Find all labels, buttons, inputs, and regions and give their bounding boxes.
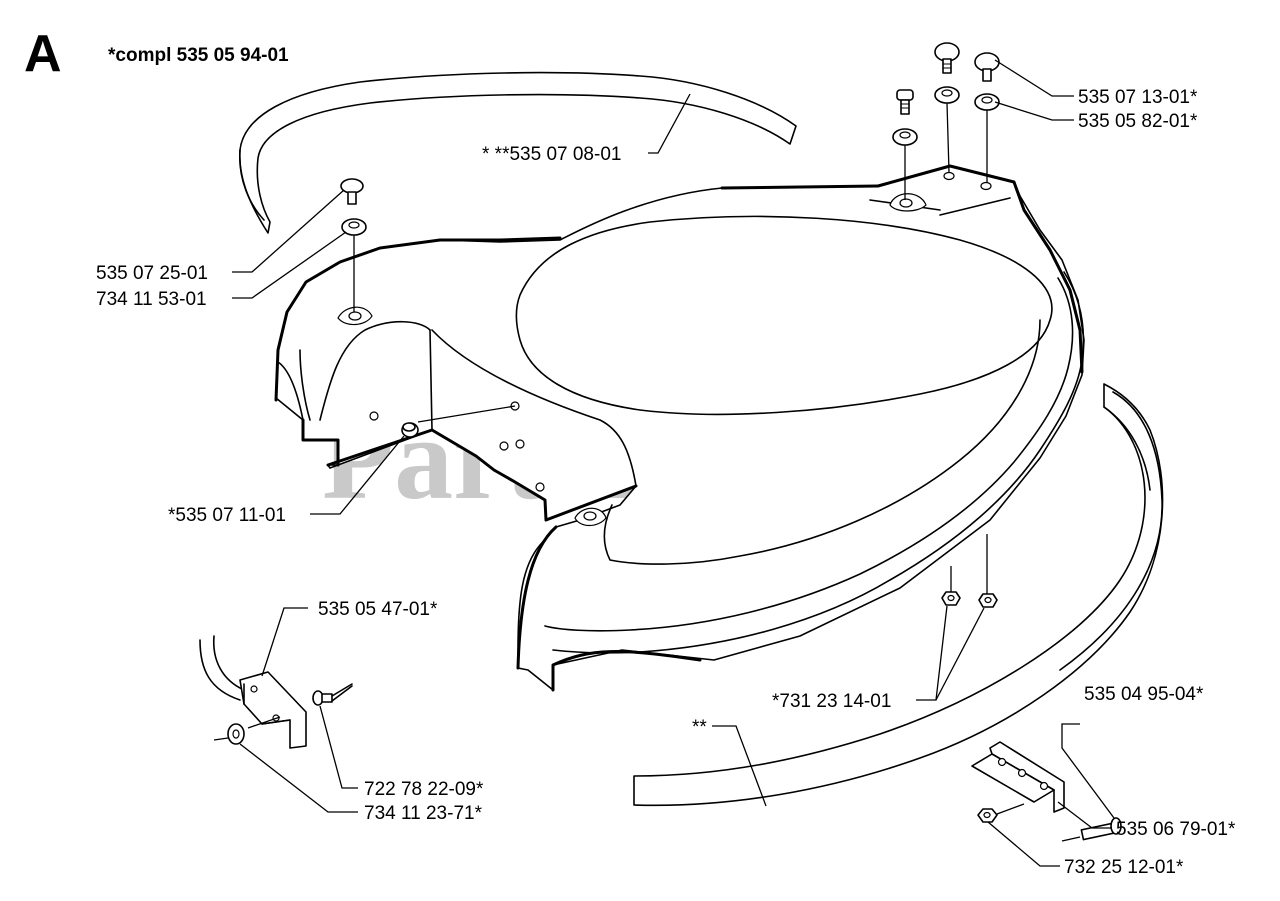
label-switch-bracket: 535 05 47-01* [318,599,438,620]
section-letter: A [24,25,62,83]
callout-nuts: *731 23 14-01 [772,605,985,712]
callout-nut-bottom: 732 25 12-01* [987,821,1184,878]
label-cap: 535 07 13-01* [1078,87,1198,108]
callout-cap: 535 07 13-01* [994,59,1198,108]
switch-bracket-assembly [199,635,353,749]
callout-seal-top: * **535 07 08-01 [482,93,691,165]
bottom-right-hardware [971,741,1122,842]
callout-washer-left: 734 11 53-01 [96,231,347,310]
label-nuts: *731 23 14-01 [772,691,891,712]
callout-pin: 722 78 22-09* [319,705,484,800]
callout-bracket: 535 06 79-01* [1057,801,1236,840]
callout-seal-bottom: ** [692,717,767,807]
housing-body [274,164,1085,692]
label-washer-bottom: 734 11 23-71* [364,803,483,824]
label-bracket: 535 06 79-01* [1116,819,1236,840]
seal-strip-right [633,383,1164,807]
label-seal-top: * **535 07 08-01 [482,144,621,165]
assembly-label: *compl 535 05 94-01 [108,45,289,66]
callout-screw-left: 535 07 25-01 [96,189,345,284]
seal-strip-top [239,71,797,234]
callout-washer-bottom: 734 11 23-71* [239,743,483,824]
top-right-hardware [892,42,1000,200]
callout-plug: *535 07 11-01 [168,435,405,526]
housing-nuts [941,534,998,608]
label-plug: *535 07 11-01 [168,505,286,526]
label-washer-left: 734 11 53-01 [96,289,207,310]
plug [401,405,516,438]
callout-bolt: 535 04 95-04* [1061,684,1204,819]
label-nut-bottom: 732 25 12-01* [1064,857,1184,878]
label-seal-bottom: ** [692,717,707,738]
callout-bushing: 535 05 82-01* [994,101,1198,132]
callout-switch-bracket: 535 05 47-01* [261,599,438,677]
label-bolt: 535 04 95-04* [1084,684,1204,705]
label-pin: 722 78 22-09* [364,779,484,800]
label-bushing: 535 05 82-01* [1078,111,1198,132]
label-screw-left: 535 07 25-01 [96,263,208,284]
left-hardware [340,178,367,312]
